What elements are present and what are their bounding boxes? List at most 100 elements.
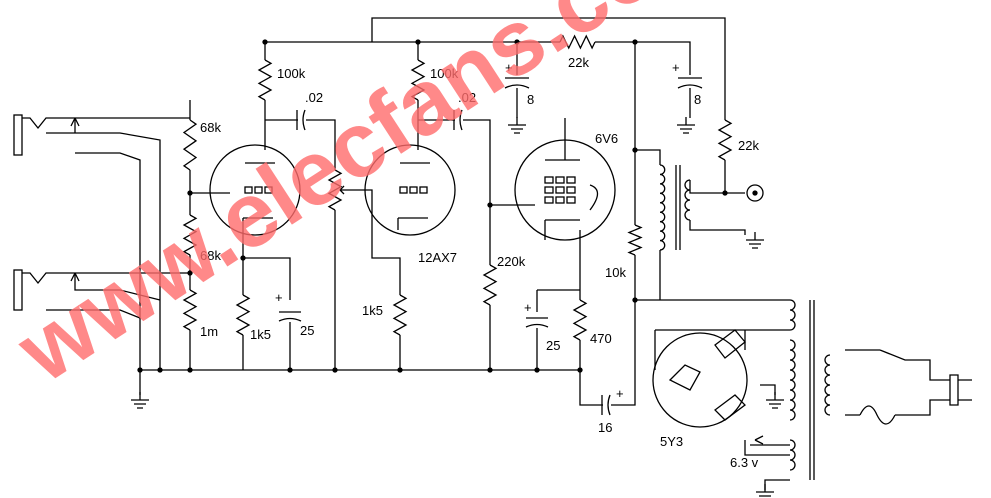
pot-wiper	[339, 185, 350, 195]
power-transformer-hv	[789, 339, 796, 421]
junction-dot	[240, 255, 246, 261]
tube-grid	[409, 186, 418, 194]
label-r-drop: 22k	[568, 55, 589, 70]
label-tube-preamp: 12AX7	[418, 250, 457, 265]
power-transformer-winding	[789, 299, 796, 331]
capacitor-reservoir	[601, 394, 611, 416]
resistor-grid2	[482, 264, 498, 306]
junction-dot	[157, 367, 163, 373]
wires	[22, 17, 972, 490]
output-jack	[746, 184, 764, 202]
label-tube-power: 6V6	[595, 131, 618, 146]
junction-dot	[262, 39, 268, 45]
label-c-coupling2: .02	[458, 90, 476, 105]
capacitor-filter1	[504, 77, 530, 118]
plus-c-filter1: +	[505, 60, 513, 75]
resistor-input2	[182, 214, 198, 256]
label-r-plate1: 100k	[277, 66, 306, 81]
junction-dot	[187, 270, 193, 276]
junction-dot	[534, 367, 540, 373]
junction-dot	[632, 39, 638, 45]
label-r-grid2: 220k	[497, 254, 526, 269]
resistor-plate1	[257, 59, 273, 101]
tube-grid	[254, 186, 263, 194]
tube-grid	[399, 186, 408, 194]
capacitor-cathode1	[278, 311, 302, 322]
arrow-icons	[70, 117, 764, 445]
resistor-cathode2	[392, 294, 408, 336]
label-r-input1: 68k	[200, 120, 221, 135]
label-r-plate2: 100k	[430, 66, 459, 81]
resistor-feedback	[717, 119, 733, 161]
label-c-filter2: 8	[694, 92, 701, 107]
output-transformer-secondary	[684, 179, 691, 221]
tube-grid	[555, 186, 565, 194]
label-c-coupling1: .02	[305, 90, 323, 105]
tube-5y3	[652, 332, 748, 428]
tube-grid	[544, 176, 554, 184]
junction-dot	[187, 190, 193, 196]
capacitor-coupling2	[453, 109, 463, 131]
tube-grid	[419, 186, 428, 194]
ground-icon	[131, 392, 149, 409]
ground-icon	[756, 484, 774, 497]
label-c-filter1: 8	[527, 92, 534, 107]
tube-grid	[555, 196, 565, 204]
tube-12ax7-1	[209, 144, 301, 236]
junction-dot	[397, 367, 403, 373]
junction-dot	[187, 367, 193, 373]
tube-grid	[566, 196, 576, 204]
junction-dot	[752, 190, 758, 196]
tube-electrodes	[397, 162, 430, 230]
plus-c-filter2: +	[672, 60, 680, 75]
junction-dot	[577, 367, 583, 373]
resistor-grid	[182, 289, 198, 331]
junction-dot	[514, 39, 520, 45]
components	[13, 34, 959, 497]
fuse	[859, 405, 896, 425]
output-transformer-primary	[659, 164, 666, 251]
tube-electrodes	[242, 162, 275, 230]
tube-grid	[555, 176, 565, 184]
resistor-plate2	[410, 59, 426, 101]
junction-dot	[487, 202, 493, 208]
junction-dot	[632, 297, 638, 303]
rectifier-pins	[668, 329, 746, 421]
label-tube-rectifier: 5Y3	[660, 434, 683, 449]
labels: 100k .02 100k .02 8 22k 8 68k 68k 1m 1k5…	[200, 55, 759, 470]
junction-dot	[287, 367, 293, 373]
junction-dot	[332, 367, 338, 373]
resistor-screen	[627, 224, 643, 256]
input-jack-1	[13, 114, 23, 156]
plus-c-reservoir: +	[616, 386, 624, 401]
potentiometer	[327, 169, 343, 211]
label-c-cathode2: 25	[546, 338, 560, 353]
resistor-input1	[182, 119, 198, 171]
capacitor-filter2	[677, 77, 703, 118]
ground-icon	[508, 117, 526, 134]
tube-grid	[264, 186, 273, 194]
junction-dot	[137, 367, 143, 373]
label-r-cathode2: 1k5	[362, 303, 383, 318]
ground-icon	[677, 117, 695, 134]
tube-electrodes	[544, 118, 599, 240]
ground-icon	[766, 392, 784, 409]
junction-dot	[487, 367, 493, 373]
mains-plug	[949, 374, 959, 406]
label-r-grid: 1m	[200, 324, 218, 339]
tube-grid	[544, 186, 554, 194]
input-jack-2	[13, 269, 23, 311]
power-transformer-heater	[789, 439, 796, 471]
tube-grid	[566, 186, 576, 194]
resistor-cathode3	[572, 299, 588, 341]
capacitor-cathode2	[525, 317, 549, 328]
capacitor-coupling1	[296, 109, 306, 131]
label-heater-voltage: 6.3 v	[730, 455, 759, 470]
label-r-screen: 10k	[605, 265, 626, 280]
plus-c-cathode2: +	[524, 300, 532, 315]
tube-grid	[566, 176, 576, 184]
label-r-input2: 68k	[200, 248, 221, 263]
junction-dot	[722, 190, 728, 196]
